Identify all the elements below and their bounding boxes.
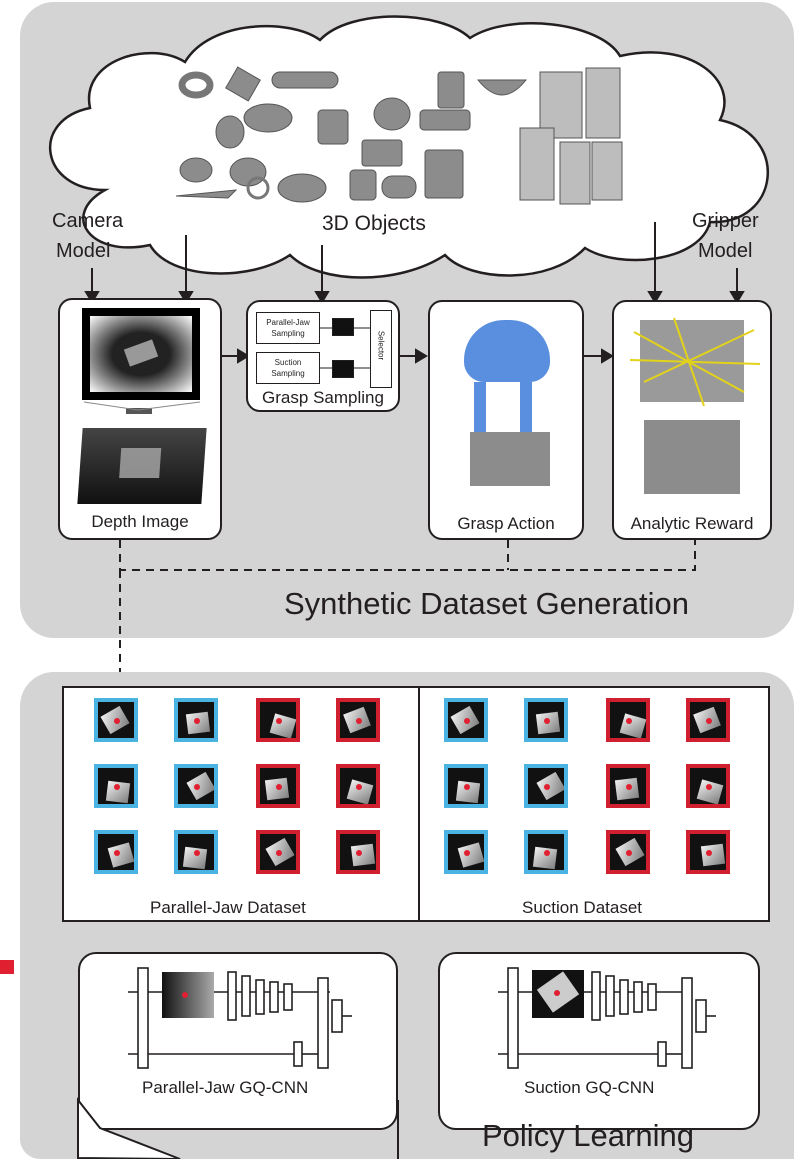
grasp-point-marker <box>544 850 550 856</box>
suction-sampling-line2: Sampling <box>271 369 305 378</box>
depth-image-label: Depth Image <box>91 512 189 531</box>
suction-tile-negative <box>686 698 730 742</box>
margin-marker <box>0 960 14 974</box>
grasp-point-marker <box>356 850 362 856</box>
grasp-point-marker <box>706 718 712 724</box>
depth-image-box: Depth Image <box>58 298 222 540</box>
parallel-jaw-tile-positive <box>94 764 138 808</box>
parallel-jaw-gqcnn-box <box>78 952 398 1130</box>
grasp-point-marker <box>194 784 200 790</box>
suction-tile-negative <box>606 830 650 874</box>
camera-model-label-line2: Model <box>56 240 111 262</box>
grasp-point-marker <box>194 718 200 724</box>
grasp-point-marker <box>114 784 120 790</box>
grasp-point-marker <box>114 850 120 856</box>
suction-tile-positive <box>524 764 568 808</box>
grasp-point-marker <box>276 718 282 724</box>
parallel-jaw-tile-positive <box>174 698 218 742</box>
suction-dataset-label: Suction Dataset <box>522 898 643 917</box>
camera-icon <box>126 408 152 414</box>
suction-input-thumbnail <box>532 970 584 1018</box>
parallel-jaw-dataset-label: Parallel-Jaw Dataset <box>150 898 306 917</box>
parallel-jaw-tile-negative <box>336 698 380 742</box>
parallel-jaw-tile-negative <box>256 764 300 808</box>
parallel-jaw-tile-positive <box>174 764 218 808</box>
suction-tile-positive <box>444 698 488 742</box>
grasp-point-marker <box>276 784 282 790</box>
suction-tile-positive <box>524 698 568 742</box>
grasp-sampling-label: Grasp Sampling <box>262 388 384 407</box>
suction-sampling-block: Suction Sampling <box>256 352 320 384</box>
gripper-model-label-line2: Model <box>698 240 753 262</box>
parallel-jaw-tile-negative <box>336 764 380 808</box>
grasp-point-marker <box>276 850 282 856</box>
parallel-jaw-tile-negative <box>256 830 300 874</box>
suction-tile-negative <box>606 698 650 742</box>
pj-input-thumbnail <box>162 972 214 1018</box>
grasp-point-marker <box>544 718 550 724</box>
bottom-panel-title: Policy Learning <box>482 1118 694 1153</box>
grasp-point-marker <box>626 850 632 856</box>
parallel-jaw-gqcnn-label: Parallel-Jaw GQ-CNN <box>142 1078 309 1097</box>
grasp-point-marker <box>194 850 200 856</box>
grasp-point-marker <box>544 784 550 790</box>
gripper-model-label-line1: Gripper <box>692 210 759 232</box>
reward-part-illustration <box>644 420 740 494</box>
cloud-label: 3D Objects <box>322 212 426 235</box>
grasp-point-marker <box>464 718 470 724</box>
pj-sampling-line1: Parallel-Jaw <box>266 318 310 327</box>
grasp-point-marker <box>626 784 632 790</box>
grasp-point-marker <box>706 850 712 856</box>
camera-model-label-line1: Camera <box>52 210 124 232</box>
analytic-reward-label: Analytic Reward <box>630 514 754 533</box>
suction-tile-negative <box>686 830 730 874</box>
analytic-reward-box: Analytic Reward <box>612 300 772 540</box>
parallel-jaw-tile-positive <box>174 830 218 874</box>
grasp-point-marker <box>356 718 362 724</box>
suction-tile-positive <box>444 830 488 874</box>
grasp-action-label: Grasp Action <box>457 514 555 533</box>
suction-sampling-line1: Suction <box>274 358 302 367</box>
parallel-jaw-tile-negative <box>256 698 300 742</box>
suction-tile-negative <box>686 764 730 808</box>
gripper-illustration <box>464 320 550 382</box>
suction-tile-positive <box>524 830 568 874</box>
parallel-jaw-tile-negative <box>336 830 380 874</box>
parallel-jaw-tile-positive <box>94 830 138 874</box>
suction-tile-negative <box>606 764 650 808</box>
grasp-point-marker <box>706 784 712 790</box>
pj-sampling-line2: Sampling <box>271 329 305 338</box>
objects-illustration <box>175 66 623 205</box>
grasp-point-marker <box>356 784 362 790</box>
selector-block: Selector <box>370 310 392 388</box>
suction-gqcnn-label: Suction GQ-CNN <box>524 1078 655 1097</box>
top-arrows <box>84 222 745 364</box>
grasp-point-marker <box>464 784 470 790</box>
grasp-point-marker <box>114 718 120 724</box>
grasp-point-marker <box>626 718 632 724</box>
suction-tile-positive <box>444 764 488 808</box>
grasp-action-box: Grasp Action <box>428 300 584 540</box>
parallel-jaw-sampling-block: Parallel-Jaw Sampling <box>256 312 320 344</box>
parallel-jaw-tile-positive <box>94 698 138 742</box>
part-illustration <box>470 432 550 486</box>
top-panel-title: Synthetic Dataset Generation <box>284 586 689 621</box>
pj-thumb-icon <box>332 318 354 336</box>
depth-image-screen <box>82 308 200 400</box>
grasp-point-marker <box>464 850 470 856</box>
grasp-sampling-box: Parallel-Jaw Sampling Suction Sampling S… <box>246 300 400 412</box>
suction-thumb-icon <box>332 360 354 378</box>
